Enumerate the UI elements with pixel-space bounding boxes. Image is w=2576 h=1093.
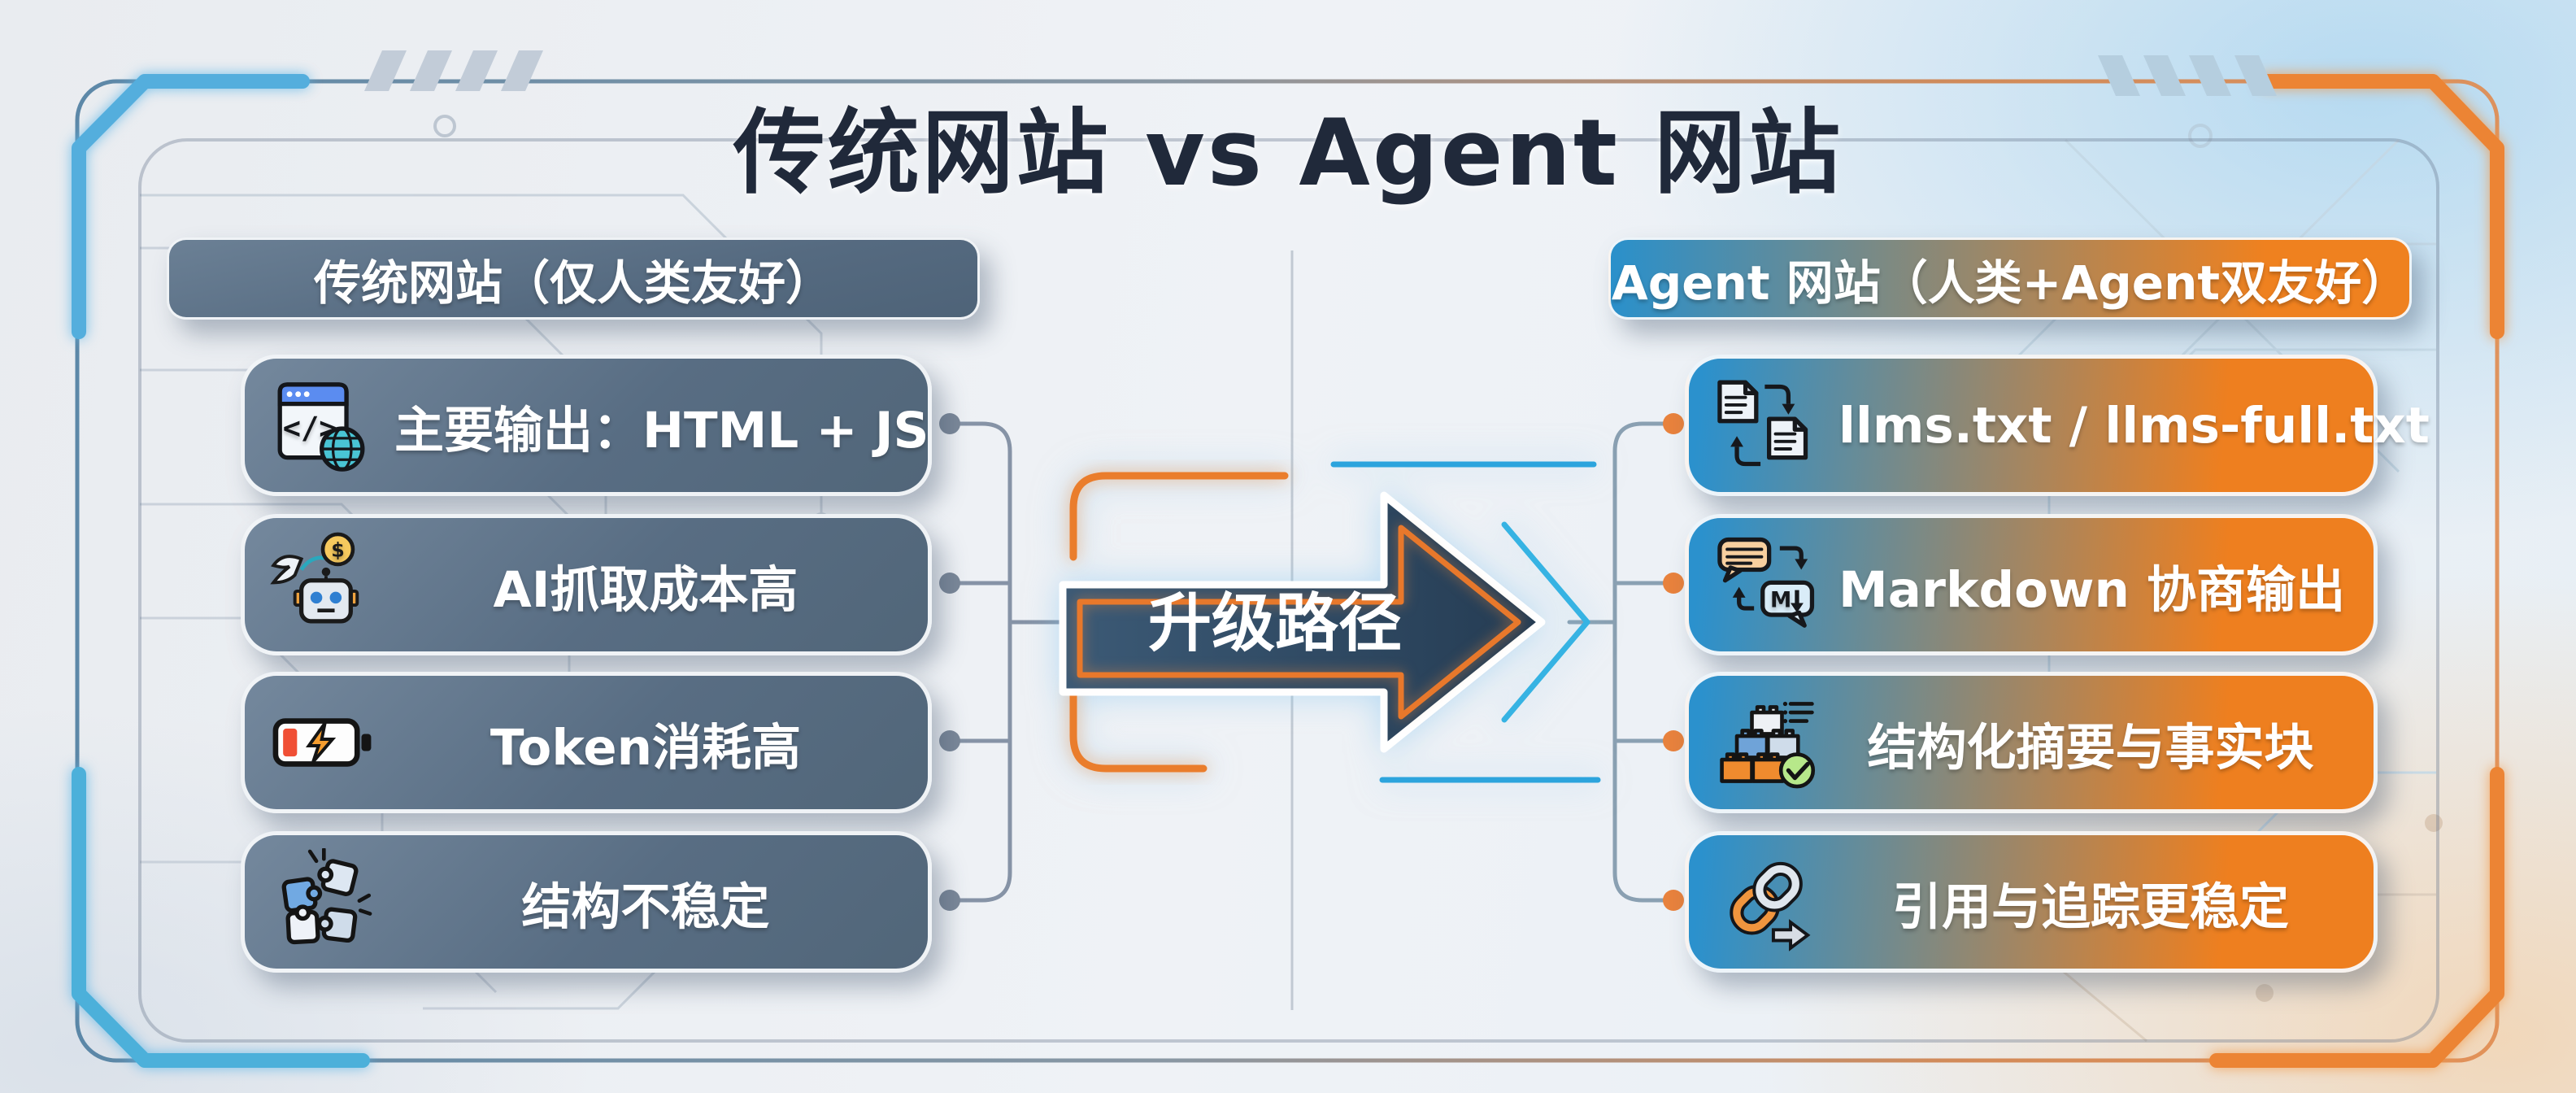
right-item-label: llms.txt / llms-full.txt: [1838, 396, 2430, 455]
left-item-label: Token消耗高: [490, 718, 802, 777]
frame-inner-border: [138, 138, 2439, 1043]
right-item-citation: 引用与追踪更稳定: [1685, 831, 2378, 973]
right-item-label: 结构化摘要与事实块: [1867, 718, 2314, 777]
svg-text:M: M: [1770, 588, 1791, 613]
arrow-outer-chevron: [1501, 521, 1590, 723]
corner-bracket-bottom-left: [72, 767, 370, 1068]
right-item-llms-txt: llms.txt / llms-full.txt: [1685, 355, 2430, 496]
battery-low-icon: [269, 689, 376, 796]
page-title: 传统网站 vs Agent 网站: [733, 99, 1843, 207]
connector-dots-left: [939, 413, 960, 911]
docs-exchange-icon: [1713, 372, 1821, 479]
arrow-inner-outline: [1077, 525, 1521, 720]
frame-outer-border: [75, 79, 2500, 1063]
arrow-speed-lines: [1330, 461, 1601, 783]
left-column-header: 传统网站（仅人类友好）: [167, 237, 980, 320]
connector-left-spine: [957, 421, 1012, 903]
arrow-left-bracket: [1069, 472, 1289, 773]
link-chain-icon: [1713, 848, 1821, 956]
connector-right-spine: [1612, 421, 1668, 903]
left-item-label: 主要输出：HTML + JS: [394, 401, 929, 459]
right-header-label: Agent 网站（人类+Agent双友好）: [1611, 255, 2409, 311]
left-item-token-cost: Token消耗高: [241, 672, 932, 813]
hash-marks-top-left: [364, 50, 543, 91]
corner-bracket-top-left: [72, 74, 310, 339]
corner-bracket-bottom-right: [2209, 767, 2504, 1068]
connector-dots-right: [1663, 413, 1684, 911]
hash-marks-top-right: [2098, 55, 2277, 96]
svg-text:$: $: [331, 539, 345, 562]
markdown-chat-icon: M: [1713, 531, 1821, 638]
corner-bracket-top-right: [2260, 74, 2504, 339]
blocks-check-icon: [1713, 689, 1821, 796]
browser-code-icon: </>: [269, 372, 376, 479]
left-item-ai-cost: $ AI抓取成本高: [241, 514, 932, 655]
upgrade-arrow: 升级路径: [1059, 461, 1601, 783]
right-column-header: Agent 网站（人类+Agent双友好）: [1608, 237, 2412, 320]
left-item-label: 结构不稳定: [521, 877, 770, 936]
left-item-unstable: 结构不稳定: [241, 831, 932, 973]
left-header-label: 传统网站（仅人类友好）: [313, 255, 833, 311]
left-item-html-js: </> 主要输出：HTML + JS: [241, 355, 932, 496]
right-item-label: 引用与追踪更稳定: [1891, 877, 2289, 936]
arrow-label: 升级路径: [1148, 587, 1402, 660]
robot-cost-icon: $: [269, 531, 376, 638]
arrow-body: [1059, 491, 1546, 753]
puzzle-broken-icon: [269, 848, 376, 956]
right-item-fact-blocks: 结构化摘要与事实块: [1685, 672, 2378, 813]
left-item-label: AI抓取成本高: [493, 560, 798, 619]
right-item-markdown: M Markdown 协商输出: [1685, 514, 2378, 655]
right-item-label: Markdown 协商输出: [1838, 560, 2346, 619]
